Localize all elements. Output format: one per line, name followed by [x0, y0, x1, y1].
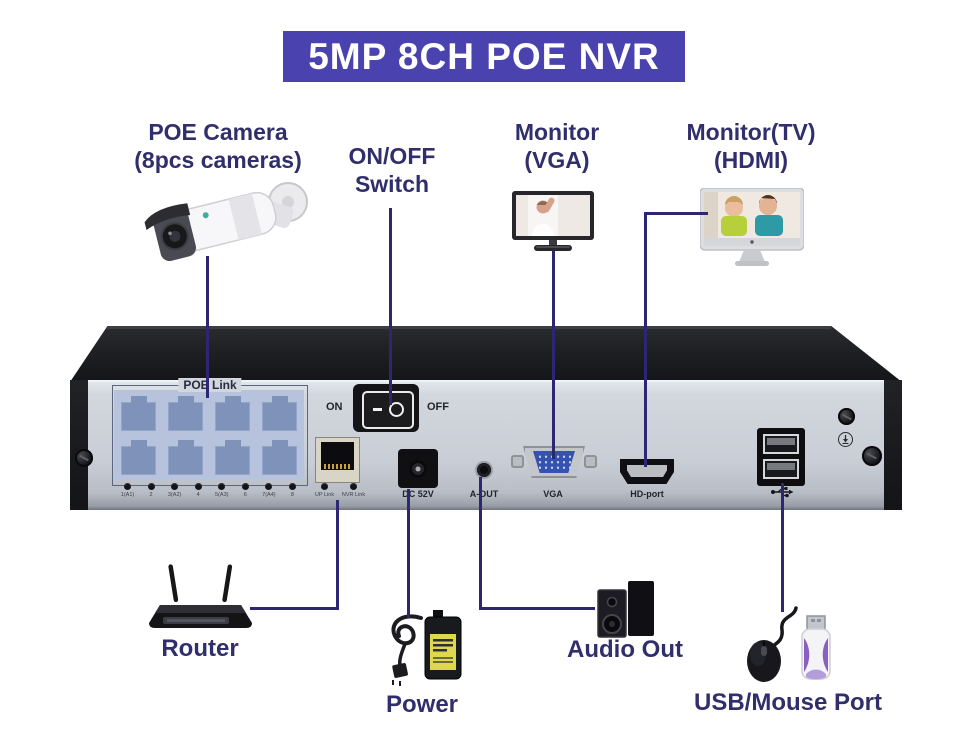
label-router: Router: [161, 635, 239, 662]
label-onoff-switch: ON/OFF Switch: [348, 143, 436, 198]
line-dc-to-power: [407, 489, 410, 618]
label-monitor-vga: Monitor (VGA): [514, 119, 600, 174]
nvr-chassis-top: [70, 326, 902, 382]
ground-symbol-icon: [838, 432, 853, 447]
poe-group-outline: POE Link: [112, 378, 308, 486]
poe-led: 4: [187, 483, 210, 498]
router-icon: [149, 564, 252, 628]
rj45-port: [164, 437, 207, 477]
hdmi-port: [620, 459, 674, 484]
uplink-led-row: UP Link NVR Link: [313, 483, 365, 498]
screw: [838, 408, 855, 425]
poe-camera-icon: [144, 182, 308, 262]
poe-led-row: 1(A1) 2 3(A2) 4 5(A3) 6 7(A4) 8: [116, 483, 304, 498]
poe-led: 2: [140, 483, 163, 498]
line-aout-to-speakers: [479, 607, 595, 610]
line-aout-vertical: [479, 477, 482, 610]
line-switchlabel-to-rocker: [389, 208, 392, 405]
label-audio-out: Audio Out: [567, 636, 683, 663]
switch-on-label: ON: [326, 401, 343, 413]
rocker: [362, 391, 414, 429]
poe-led: 7(A4): [257, 483, 280, 498]
usb-slot: [763, 434, 799, 454]
vga-nut: [511, 455, 524, 468]
line-vgamonitor-to-vga: [552, 251, 555, 459]
poe-led: 1(A1): [116, 483, 139, 498]
rj45-port: [117, 393, 160, 433]
line-usb-to-mouse: [781, 483, 784, 612]
screw: [862, 446, 882, 466]
usb-ports: [757, 428, 805, 486]
screw: [75, 449, 93, 467]
poe-led: 6: [234, 483, 257, 498]
rocker-off-mark: [389, 402, 404, 417]
rj45-port: [258, 437, 301, 477]
poe-link-label: POE Link: [178, 378, 242, 392]
poe-led: 8: [281, 483, 304, 498]
rocker-on-mark: [373, 408, 382, 411]
rj45-port: [211, 393, 254, 433]
poe-led: 3(A2): [163, 483, 186, 498]
vga-monitor-icon: [512, 191, 594, 251]
label-usb-mouse: USB/Mouse Port: [693, 689, 882, 716]
audio-out-jack: [477, 463, 491, 477]
rj45-port: [164, 393, 207, 433]
line-camera-to-poe: [206, 256, 209, 398]
rj45-port: [258, 393, 301, 433]
vga-port: [511, 446, 597, 479]
uplink-led: NVR Link: [342, 483, 365, 498]
power-rocker-switch: [353, 384, 419, 432]
hdmi-monitor-icon: [700, 188, 804, 266]
usb-slot: [763, 459, 799, 479]
nvr-right-bracket: [884, 380, 902, 510]
label-monitor-hdmi: Monitor(TV) (HDMI): [686, 119, 816, 174]
switch-off-label: OFF: [427, 401, 449, 413]
speakers-icon: [597, 581, 654, 638]
page-title: 5MP 8CH POE NVR: [308, 35, 660, 77]
line-uplink-to-router-vertical: [336, 500, 339, 610]
rj45-port: [211, 437, 254, 477]
poe-led: 5(A3): [210, 483, 233, 498]
line-hdmimonitor-horizontal: [644, 212, 708, 215]
title-banner: 5MP 8CH POE NVR: [283, 31, 685, 82]
rj45-port: [117, 437, 160, 477]
poe-rj45-grid: [117, 393, 301, 477]
aout-label: A-OUT: [469, 489, 499, 499]
line-uplink-to-router-horizontal: [250, 607, 339, 610]
mouse-usb-icon: [747, 606, 831, 682]
label-power: Power: [385, 691, 459, 718]
dc-label: DC 52V: [402, 489, 434, 499]
uplink-led: UP Link: [313, 483, 336, 498]
label-poe-camera: POE Camera (8pcs cameras): [134, 119, 302, 174]
uplink-rj45-port: [315, 437, 360, 483]
line-hdmimonitor-vertical: [644, 212, 647, 467]
power-adapter-icon: [391, 610, 462, 686]
vga-pins: [537, 454, 571, 470]
vga-label: VGA: [543, 489, 563, 499]
nvr-left-bracket: [70, 380, 88, 510]
dc-power-jack: [398, 449, 438, 488]
vga-nut: [584, 455, 597, 468]
hdmi-label: HD-port: [630, 489, 664, 499]
